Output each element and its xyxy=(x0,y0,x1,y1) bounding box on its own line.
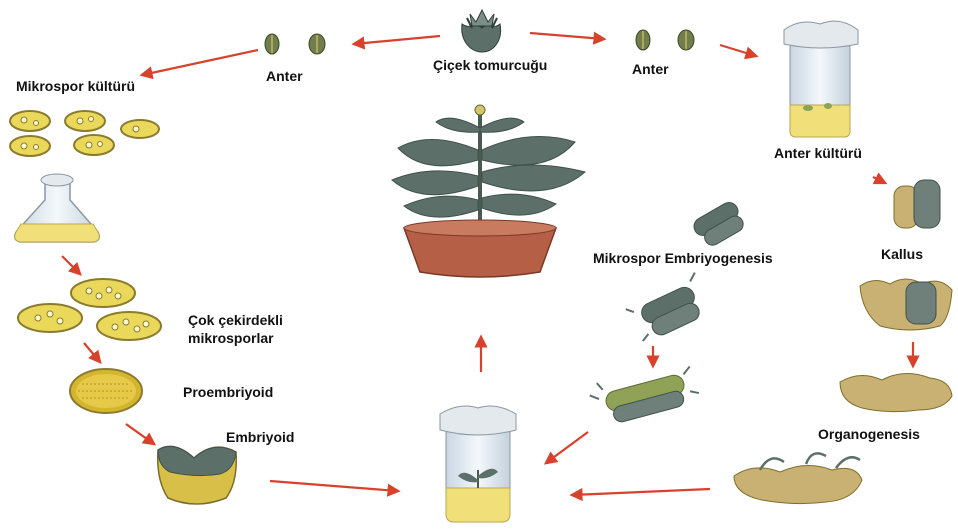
label-callus: Kallus xyxy=(881,246,923,263)
arrow-embryoid-to-tube xyxy=(270,481,398,491)
multinucleate-microspores-illustration xyxy=(18,279,161,340)
arrow-flask-to-multinucleate xyxy=(62,256,80,274)
label-anther-right: Anter xyxy=(632,61,669,78)
proembryoid-illustration xyxy=(70,369,142,413)
microspore-culture-illustration xyxy=(10,111,159,156)
label-embryoid: Embriyoid xyxy=(226,429,294,446)
label-anther-left: Anter xyxy=(266,68,303,85)
label-microspore-embryogenesis: Mikrospor Embriyogenesis xyxy=(593,250,773,267)
label-multinucleate-line1: Çok çekirdekli xyxy=(188,312,283,329)
microspore-embryogenesis-illustration xyxy=(587,199,748,428)
potted-plant-illustration xyxy=(392,105,585,277)
flower-bud-illustration xyxy=(462,10,501,52)
label-multinucleate-line2: mikrosporlar xyxy=(188,330,274,347)
arrow-organogenesis-to-tube xyxy=(572,489,710,495)
arrow-proembryoid-to-embryoid xyxy=(126,424,154,444)
label-flower-bud: Çiçek tomurcuğu xyxy=(433,57,547,74)
label-anther-culture: Anter kültürü xyxy=(774,145,862,162)
arrow-right-anther-to-anther-culture xyxy=(720,45,756,56)
label-microspore-culture: Mikrospor kültürü xyxy=(16,78,135,95)
label-proembryoid: Proembriyoid xyxy=(183,384,273,401)
arrow-embryogenesis-to-tube xyxy=(546,432,588,463)
arrow-anther-culture-to-callus xyxy=(873,177,885,183)
label-organogenesis: Organogenesis xyxy=(818,426,920,443)
embryoid-illustration xyxy=(158,446,237,504)
arrow-left-anther-to-microspore-culture xyxy=(142,50,258,75)
anther-left-illustration xyxy=(265,34,325,54)
plantlet-tube-illustration xyxy=(440,406,516,522)
arrow-bud-to-left-anther xyxy=(354,36,440,44)
arrow-multinucleate-to-proembryoid xyxy=(84,343,100,362)
culture-flask-illustration xyxy=(15,174,100,242)
anther-culture-tube-illustration xyxy=(784,21,858,137)
anther-right-illustration xyxy=(636,30,694,50)
arrow-bud-to-right-anther xyxy=(530,33,604,39)
